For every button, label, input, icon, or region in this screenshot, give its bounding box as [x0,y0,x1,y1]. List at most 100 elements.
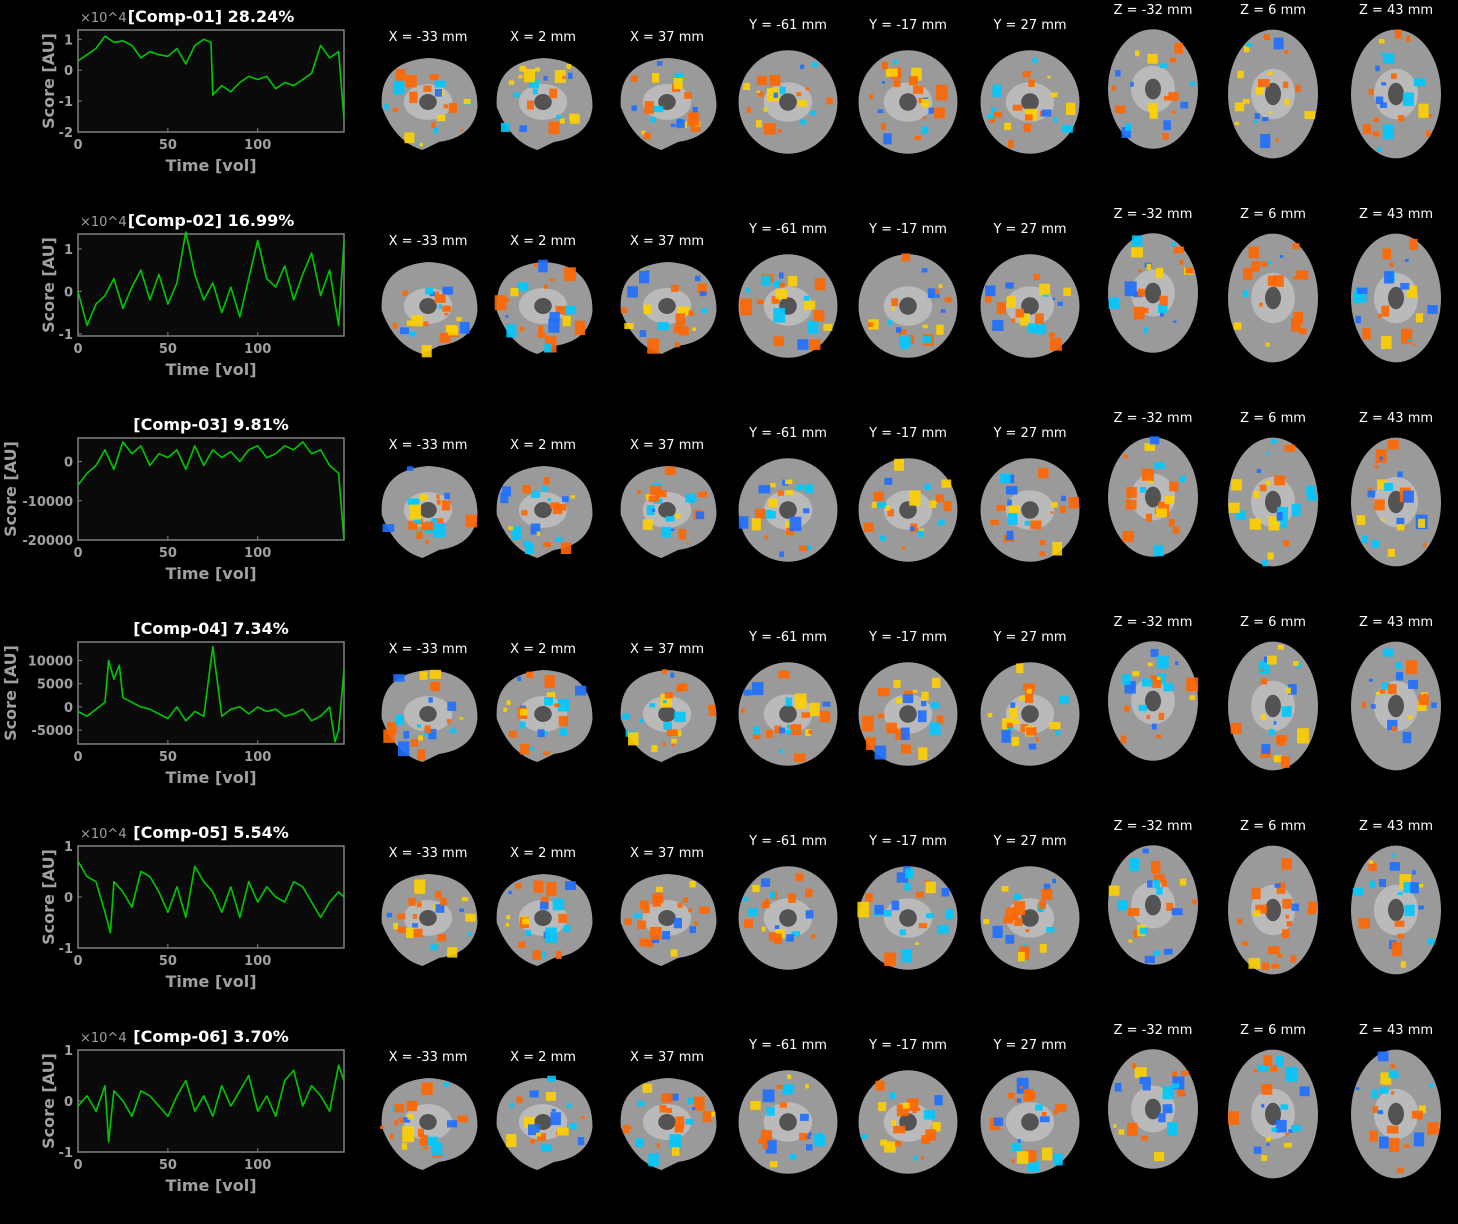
brain-slice-image [612,664,722,764]
slice-label: Y = -17 mm [869,222,947,237]
slice-label: X = 37 mm [629,846,705,861]
slice-label: X = -33 mm [388,234,468,249]
brain-slice-image [853,659,963,769]
brain-slice-image [488,460,598,560]
slice-label: Y = 27 mm [993,222,1067,237]
brain-slice-image [733,251,843,361]
brain-slice-image [853,455,963,565]
brain-slice-image [488,1072,598,1172]
brain-slice-image [1103,840,1203,970]
slice-label: X = 2 mm [510,30,576,45]
brain-slice-image [1223,636,1323,776]
y-tick-label: 0 [64,64,73,79]
y-tick-label: -10000 [22,495,73,510]
slice-label: Y = 27 mm [993,18,1067,33]
x-tick-label: 0 [73,342,82,357]
series-line [77,231,345,327]
chart-title: [Comp-05] 5.54% [133,823,288,842]
slice-label: Z = 43 mm [1358,1023,1434,1038]
brain-slice-image [853,863,963,973]
plot-area [77,845,345,949]
brain-slice-image [853,47,963,157]
brain-slice-image [1346,24,1446,164]
y-tick-label: -1 [59,942,73,957]
slice-label: X = 37 mm [629,642,705,657]
slice-label: Y = -17 mm [869,426,947,441]
y-tick-label: 5000 [37,678,73,693]
slice-label: X = 2 mm [510,642,576,657]
x-tick-label: 50 [159,1158,177,1173]
y-axis-label: Score [AU] [39,237,58,333]
brain-slice-image [612,1072,722,1172]
slice-label: Y = -61 mm [749,426,827,441]
brain-slice-image [612,52,722,152]
slice-label: Z = 6 mm [1240,411,1306,426]
slice-label: X = -33 mm [388,642,468,657]
slice-label: Z = 43 mm [1358,819,1434,834]
x-tick-label: 100 [244,546,271,561]
brain-slice-image [853,251,963,361]
x-axis-label: Time [vol] [165,360,256,379]
brain-slice-image [1103,24,1203,154]
axis-multiplier: ×10^4 [80,11,127,26]
slice-label: X = 37 mm [629,438,705,453]
brain-slice-image [488,52,598,152]
slice-label: Y = -61 mm [749,18,827,33]
slice-label: Z = 43 mm [1358,411,1434,426]
brain-slice-image [1346,228,1446,368]
x-tick-label: 0 [73,546,82,561]
x-tick-label: 100 [244,342,271,357]
brain-slice-image [488,664,598,764]
x-tick-label: 0 [73,1158,82,1173]
brain-slice-image [975,1067,1085,1177]
x-axis-label: Time [vol] [165,768,256,787]
chart-title: [Comp-01] 28.24% [128,7,295,26]
x-tick-label: 0 [73,750,82,765]
y-tick-label: -1 [59,328,73,343]
x-tick-label: 100 [244,954,271,969]
chart-title: [Comp-04] 7.34% [133,619,288,638]
brain-slice-image [1103,1044,1203,1174]
chart-title: [Comp-06] 3.70% [133,1027,288,1046]
brain-slice-image [733,455,843,565]
slice-label: Y = -61 mm [749,834,827,849]
brain-slice-image [373,1072,483,1172]
brain-slice-image [488,868,598,968]
brain-slice-image [733,47,843,157]
brain-slice-image [733,659,843,769]
slice-label: Y = 27 mm [993,834,1067,849]
y-axis-label: Score [AU] [39,849,58,945]
slice-label: Y = 27 mm [993,426,1067,441]
slice-label: Z = -32 mm [1113,411,1193,426]
series-line [77,441,345,541]
x-tick-label: 50 [159,546,177,561]
y-tick-label: 1 [64,243,73,258]
x-tick-label: 0 [73,954,82,969]
y-tick-label: 1 [64,33,73,48]
slice-label: Z = 43 mm [1358,3,1434,18]
brain-slice-image [373,52,483,152]
x-tick-label: 50 [159,750,177,765]
x-tick-label: 0 [73,138,82,153]
brain-slice-image [1223,228,1323,368]
x-tick-label: 50 [159,138,177,153]
slice-label: X = 37 mm [629,234,705,249]
brain-slice-image [1223,840,1323,980]
slice-label: X = 2 mm [510,438,576,453]
y-axis-label: Score [AU] [39,33,58,129]
y-axis-label: Score [AU] [1,441,20,537]
brain-slice-image [612,460,722,560]
y-tick-label: 0 [64,701,73,716]
x-axis-label: Time [vol] [165,972,256,991]
